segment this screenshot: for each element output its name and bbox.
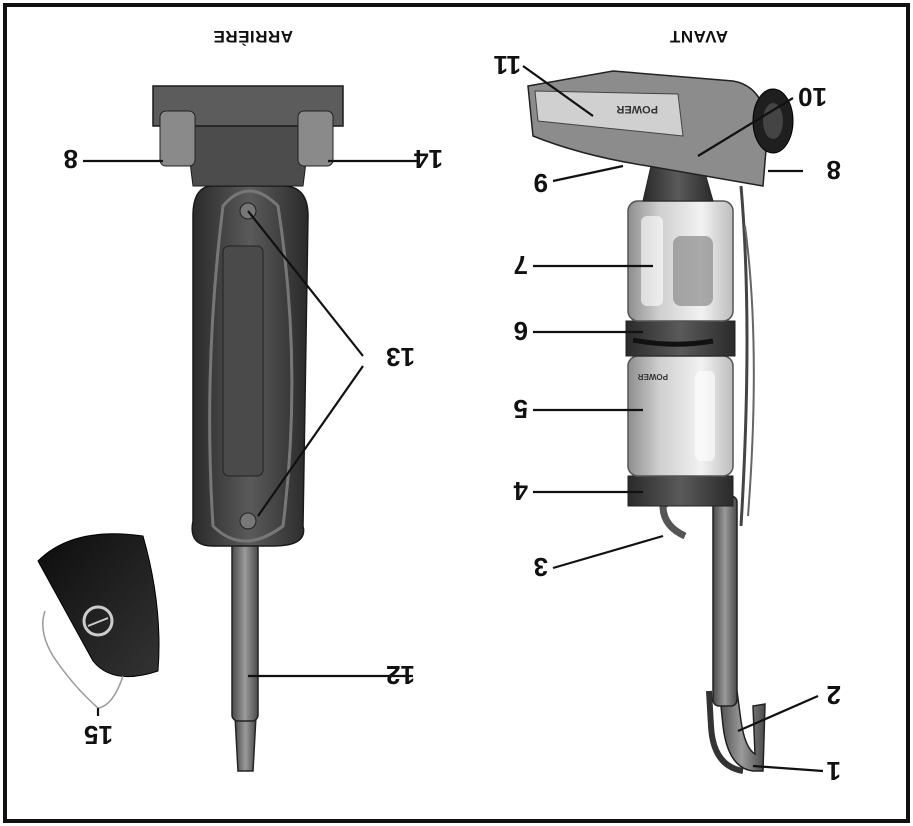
front-callouts: 1 2 3 4 5 6 7 8 9 10 11 AVANT xyxy=(494,27,842,786)
callout-8-front: 8 xyxy=(827,155,841,185)
callout-9: 9 xyxy=(534,168,548,198)
front-cord-2 xyxy=(744,225,755,517)
callout-6: 6 xyxy=(514,316,528,346)
back-nozzle xyxy=(152,85,344,127)
front-leaders xyxy=(522,65,824,773)
bag-drawstring xyxy=(42,610,124,709)
back-title: ARRIÈRE xyxy=(213,27,293,46)
back-view xyxy=(152,85,344,772)
callout-10: 10 xyxy=(798,82,827,112)
figure-border xyxy=(3,3,910,823)
back-cord-wrap xyxy=(208,189,294,543)
callout-5: 5 xyxy=(514,394,528,424)
callout-14: 14 xyxy=(414,144,443,174)
callout-8-back: 8 xyxy=(64,144,78,174)
front-view: POWER POWER xyxy=(527,70,794,774)
callout-13: 13 xyxy=(386,342,415,372)
bag-body xyxy=(37,533,160,678)
callout-1: 1 xyxy=(827,756,841,786)
front-cord xyxy=(739,185,749,527)
front-nozzle-brand: POWER xyxy=(616,103,658,115)
front-canister-brand: POWER xyxy=(638,372,668,381)
storage-bag: 15 xyxy=(37,533,160,750)
callout-4: 4 xyxy=(513,476,528,506)
back-leaders xyxy=(83,159,418,678)
back-handle-grip xyxy=(234,715,257,772)
front-wand xyxy=(712,495,738,707)
back-callouts: 12 13 14 8 ARRIÈRE xyxy=(64,27,443,690)
front-title: AVANT xyxy=(669,27,728,46)
back-wheel-right xyxy=(159,110,196,167)
back-wheel-left xyxy=(297,110,334,167)
front-handle-loop xyxy=(706,690,744,774)
front-middle-band xyxy=(625,320,736,357)
bag-logo xyxy=(82,605,114,637)
front-body-lower xyxy=(627,475,734,507)
callout-2: 2 xyxy=(827,680,841,710)
callout-15: 15 xyxy=(84,720,113,750)
callout-7: 7 xyxy=(514,250,528,280)
callout-12: 12 xyxy=(386,660,415,690)
callout-3: 3 xyxy=(534,552,548,582)
callout-11: 11 xyxy=(494,50,522,80)
